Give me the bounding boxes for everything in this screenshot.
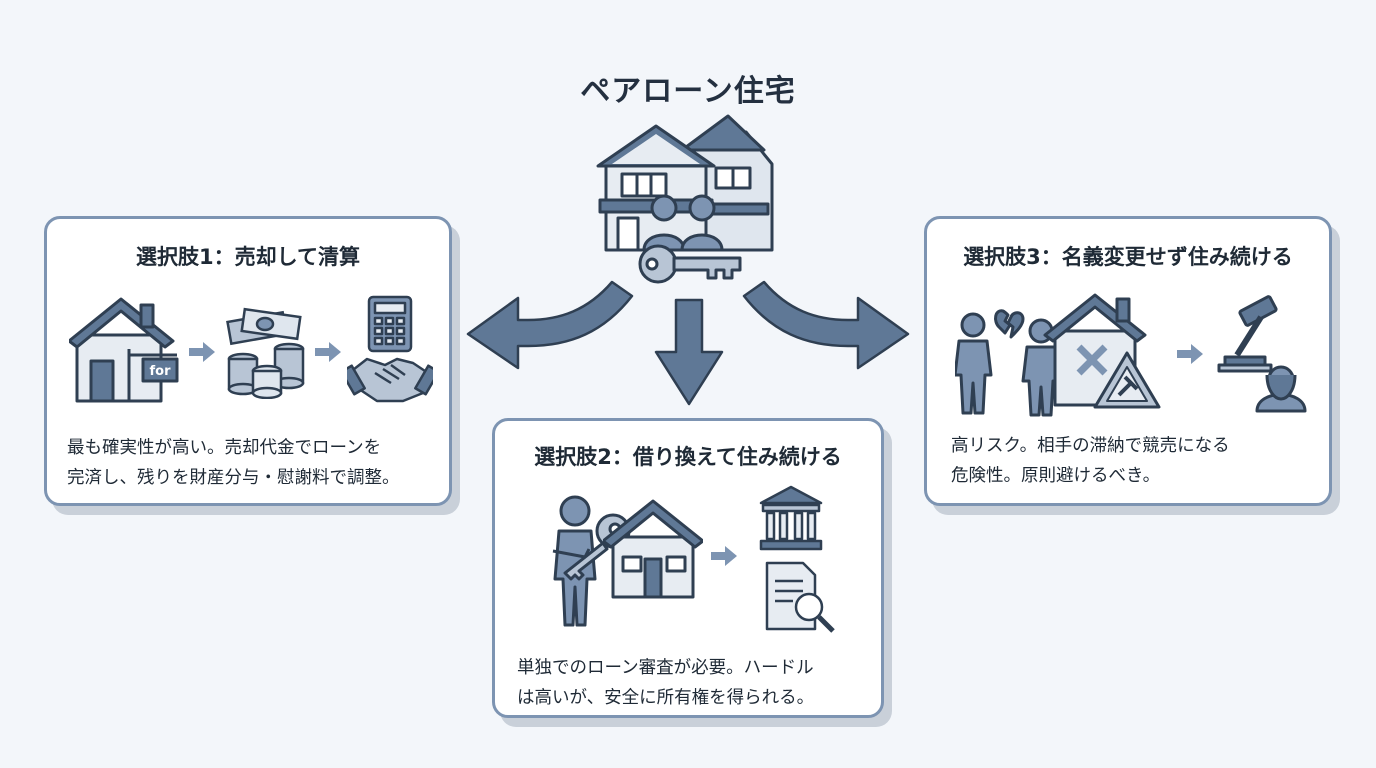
house-icon [603,499,703,599]
arrow-to-option3 [742,280,910,370]
diagram-title: ペアローン住宅 [580,74,796,109]
option1-description: 最も確実性が高い。売却代金でローンを 完済し、残りを財産分与・慰謝料で調整。 [67,438,400,488]
arrow-to-option2 [654,298,724,406]
option3-card: 選択肢3：名義変更せず住み続ける [924,216,1332,506]
option1-card: 選択肢1：売却して清算 for [44,216,452,506]
option2-card: 選択肢2：借り換えて住み続ける [492,418,884,718]
option3-title: 選択肢3：名義変更せず住み続ける [963,245,1293,269]
arrow-right-icon [189,342,215,362]
arrow-right-icon [315,342,341,362]
house-crossed-warning-icon [1043,293,1161,409]
bank-icon [759,485,823,551]
arrow-to-option1 [466,280,634,370]
option2-description: 単独でのローン審査が必要。ハードル は高いが、安全に所有権を得られる。 [517,658,815,708]
house-for-sale-icon: for [69,297,179,403]
option1-title: 選択肢1：売却して清算 [136,245,360,269]
calculator-handshake-icon [347,295,433,403]
money-stack-icon [226,307,305,399]
option2-title: 選択肢2：借り換えて住み続ける [534,445,842,469]
for-sale-sign-text: for [150,364,172,379]
arrow-right-icon [711,546,737,566]
separated-couple-broken-heart-icon [955,309,1059,417]
arrow-right-icon [1177,344,1203,364]
option3-description: 高リスク。相手の滞納で競売になる 危険性。原則避けるべき。 [951,436,1230,486]
gavel-distressed-person-icon [1217,295,1307,413]
document-search-icon [765,561,835,633]
house-with-couple-and-key-icon [596,114,774,284]
